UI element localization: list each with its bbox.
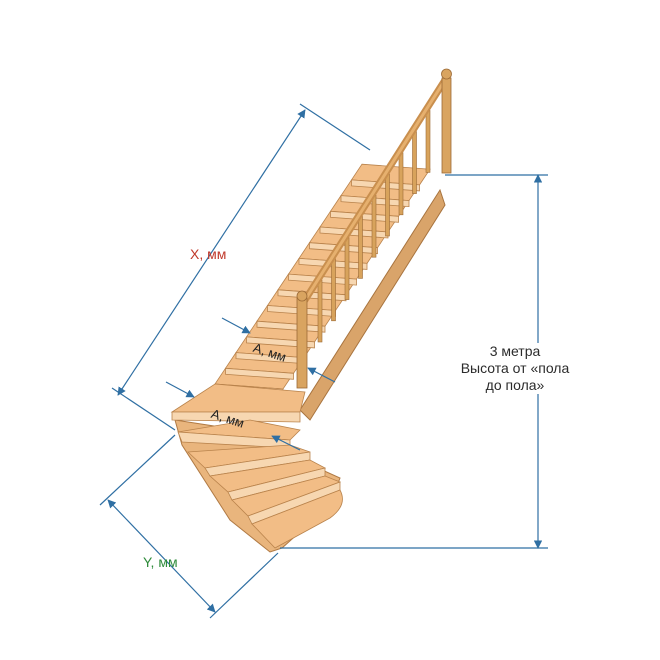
baluster: [398, 152, 404, 216]
baluster: [331, 258, 336, 322]
handrail-assembly: [296, 68, 452, 389]
x-dimension-line: [117, 109, 306, 396]
upper-stringer: [299, 188, 446, 421]
tread-arrow-upper-left: [221, 317, 251, 334]
bottom-tread: [251, 489, 343, 549]
height-note-line3: до пола»: [485, 377, 545, 393]
y-dimension-label: Y, мм: [143, 554, 178, 570]
height-note-line2: Высота от «пола: [460, 360, 570, 376]
flight-riser: [319, 226, 389, 239]
bottom-newel-post: [296, 297, 308, 389]
baluster: [344, 237, 350, 300]
tread-arrow-upper-right: [307, 367, 336, 383]
y-extension-right: [209, 552, 279, 619]
tread-arrow-lower-right: [271, 435, 301, 451]
x-extension-bottom: [111, 387, 176, 431]
tread-arrow-lower-left: [165, 381, 195, 398]
top-newel-post: [441, 77, 452, 174]
baluster: [358, 216, 363, 279]
x-extension-top: [299, 103, 371, 151]
baluster: [412, 131, 417, 194]
landing-tread: [170, 383, 306, 413]
y-extension-left: [99, 434, 176, 506]
x-dimension-label: X, мм: [190, 246, 227, 262]
baluster: [317, 279, 323, 343]
height-note-line1: 3 метра: [489, 343, 541, 359]
baluster: [425, 110, 431, 173]
height-note: 3 метра Высота от «пола до пола»: [455, 343, 575, 394]
baluster: [371, 194, 377, 258]
baluster: [385, 173, 390, 237]
y-dimension-line: [107, 499, 216, 613]
